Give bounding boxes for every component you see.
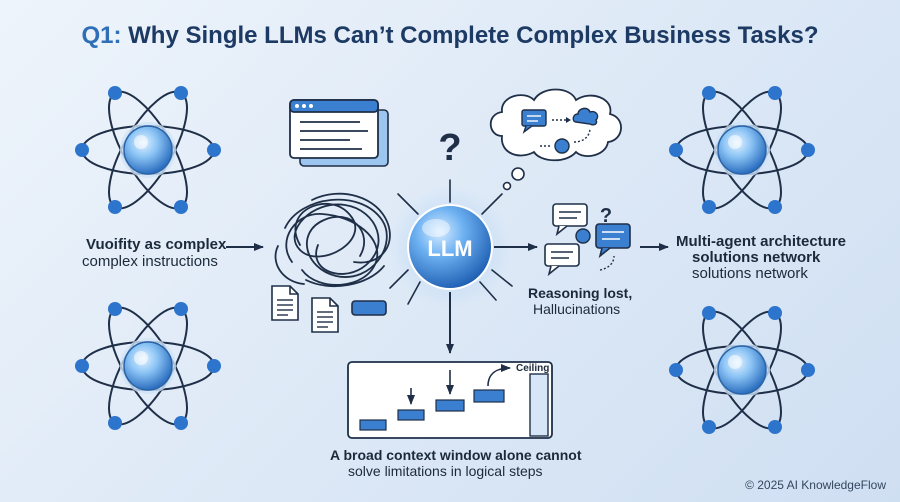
reasoning-label-line1: Reasoning lost, bbox=[528, 285, 633, 301]
reasoning-label-line2: Hallucinations bbox=[533, 301, 621, 317]
llm-label: LLM bbox=[427, 236, 472, 261]
multiagent-label-line3: solutions network bbox=[692, 265, 808, 282]
context-caption-line2: solve limitations in logical steps bbox=[348, 463, 543, 479]
question-mark-icon: ? bbox=[600, 205, 612, 227]
llm-highlight bbox=[422, 219, 450, 237]
small-block-icon bbox=[351, 300, 387, 316]
page-title: Q1: Why Single LLMs Can’t Complete Compl… bbox=[0, 22, 900, 50]
input-label-line2: complex instructions bbox=[82, 253, 218, 270]
atom-icon-bottom-right bbox=[668, 299, 816, 441]
dashed-connector bbox=[599, 255, 615, 271]
speech-bubble-icon bbox=[544, 243, 580, 275]
document-icon bbox=[311, 297, 339, 333]
title-main: Why Single LLMs Can’t Complete Complex B… bbox=[128, 22, 819, 49]
ceiling-label: Ceiling bbox=[516, 363, 549, 374]
document-icon bbox=[271, 285, 299, 321]
atom-icon-top-right bbox=[668, 79, 816, 221]
multiagent-label-line1: Multi-agent architecture bbox=[676, 233, 847, 250]
dot-icon bbox=[575, 228, 591, 244]
copyright-text: © 2025 AI KnowledgeFlow bbox=[745, 478, 886, 492]
atom-icon-bottom-left bbox=[74, 295, 222, 437]
context-window-box bbox=[347, 361, 553, 439]
title-prefix: Q1: bbox=[81, 22, 122, 49]
multiagent-label-line2: solutions network bbox=[692, 249, 821, 266]
llm-node bbox=[407, 204, 493, 290]
speech-bubble-icon bbox=[595, 223, 631, 259]
radiating-lines bbox=[389, 179, 513, 305]
tangled-lines-icon bbox=[274, 192, 391, 287]
question-mark-icon: ? bbox=[438, 127, 461, 169]
browser-window-icon bbox=[289, 99, 389, 167]
input-label-line1: Vuoifity as complex bbox=[86, 236, 227, 253]
context-caption-line1: A broad context window alone cannot bbox=[330, 447, 582, 463]
atom-icon-top-left bbox=[74, 79, 222, 221]
thought-cloud-icon bbox=[489, 88, 622, 191]
